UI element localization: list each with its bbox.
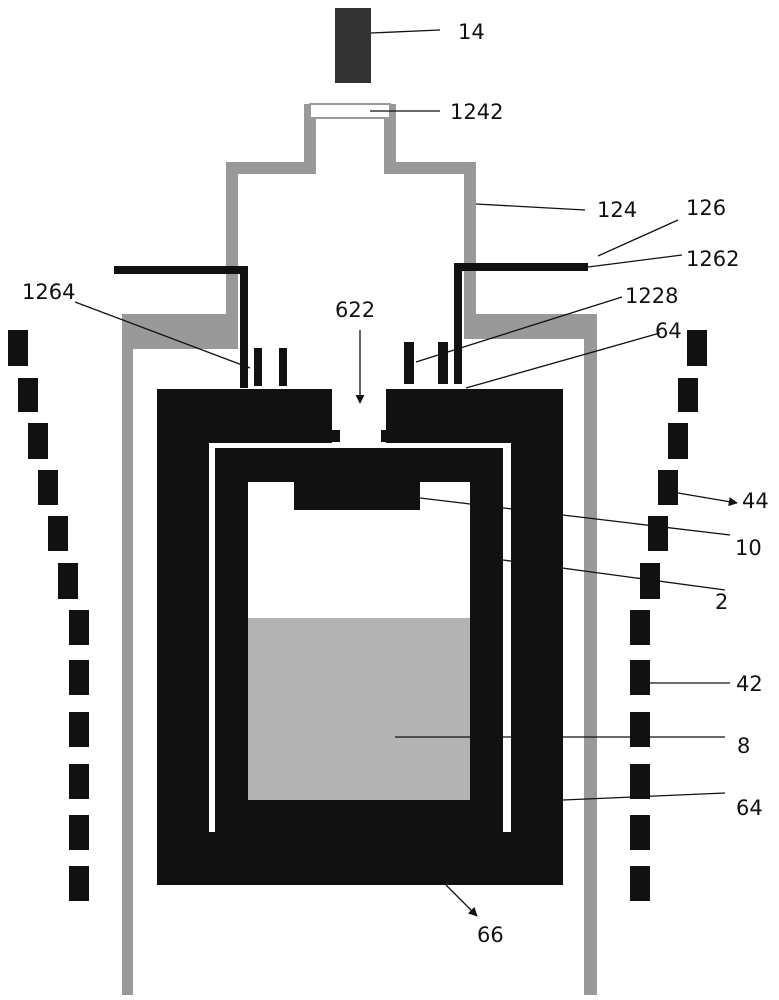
leader-64-top (465, 332, 661, 389)
label-14: 14 (458, 20, 485, 44)
pipe-left (114, 266, 248, 388)
coil-right-11 (630, 815, 650, 850)
insulation-left-wall (157, 389, 209, 885)
label-126: 126 (686, 196, 726, 220)
coil-left-10 (69, 764, 89, 799)
coil-right-4 (658, 470, 678, 505)
post-4 (438, 342, 448, 384)
coil-right-9 (630, 712, 650, 747)
coil-right-6 (640, 563, 660, 599)
coil-right-10 (630, 764, 650, 799)
coil-right-7 (630, 610, 650, 645)
coil-right-8 (630, 660, 650, 695)
coil-left-1 (8, 330, 28, 366)
leader-1228 (415, 296, 623, 363)
coil-left-6 (58, 563, 78, 599)
lid-lip-right (381, 430, 391, 442)
coil-left-12 (69, 866, 89, 901)
leader-10 (419, 497, 731, 536)
leader-1262 (587, 254, 683, 268)
coil-left-4 (38, 470, 58, 505)
coil-left-11 (69, 815, 89, 850)
chamber-wall-left (122, 345, 133, 995)
arrow-44 (671, 491, 738, 507)
label-10: 10 (735, 536, 762, 560)
insulation-right-wall (511, 389, 563, 885)
label-42: 42 (736, 672, 763, 696)
insulation-lid-left (209, 389, 332, 443)
label-2: 2 (715, 590, 728, 614)
coil-right-2 (678, 378, 698, 412)
crucible-2 (215, 448, 503, 832)
label-1242: 1242 (450, 100, 503, 124)
coil-left-5 (48, 516, 68, 551)
label-1264: 1264 (22, 280, 75, 304)
leader-1264 (74, 301, 251, 369)
coil-left-2 (18, 378, 38, 412)
leader-64-bottom (562, 792, 726, 801)
label-8: 8 (737, 734, 750, 758)
leader-126 (597, 219, 679, 257)
seed-holder-10 (294, 482, 420, 510)
chamber-top-left (122, 314, 238, 349)
coil-right-12 (630, 866, 650, 901)
insulation-bottom (209, 832, 511, 885)
coil-right-1 (687, 330, 707, 366)
label-64-top: 64 (655, 319, 682, 343)
coil-left-3 (28, 423, 48, 459)
coil-left-9 (69, 712, 89, 747)
arrow-66 (445, 884, 478, 917)
coil-right-5 (648, 516, 668, 551)
leader-2 (502, 559, 726, 591)
insulation-lid-right (386, 389, 511, 443)
coil-right-3 (668, 423, 688, 459)
chamber-wall-right (584, 330, 597, 995)
melt-8 (248, 618, 470, 800)
label-124: 124 (597, 198, 637, 222)
label-622: 622 (335, 298, 375, 322)
coil-left-8 (69, 660, 89, 695)
housing-124 (226, 104, 476, 318)
part-14-block (335, 8, 371, 83)
leader-124 (475, 203, 586, 211)
post-2 (279, 348, 287, 386)
label-64-bottom: 64 (736, 796, 763, 820)
coil-left-7 (69, 610, 89, 645)
lid-lip-left (330, 430, 340, 442)
post-1 (254, 348, 262, 386)
post-3 (404, 342, 414, 384)
label-1262: 1262 (686, 247, 739, 271)
label-44: 44 (742, 489, 769, 513)
leader-14 (370, 29, 441, 34)
label-1228: 1228 (625, 284, 678, 308)
label-66: 66 (477, 923, 504, 947)
pipe-1262 (454, 263, 588, 384)
